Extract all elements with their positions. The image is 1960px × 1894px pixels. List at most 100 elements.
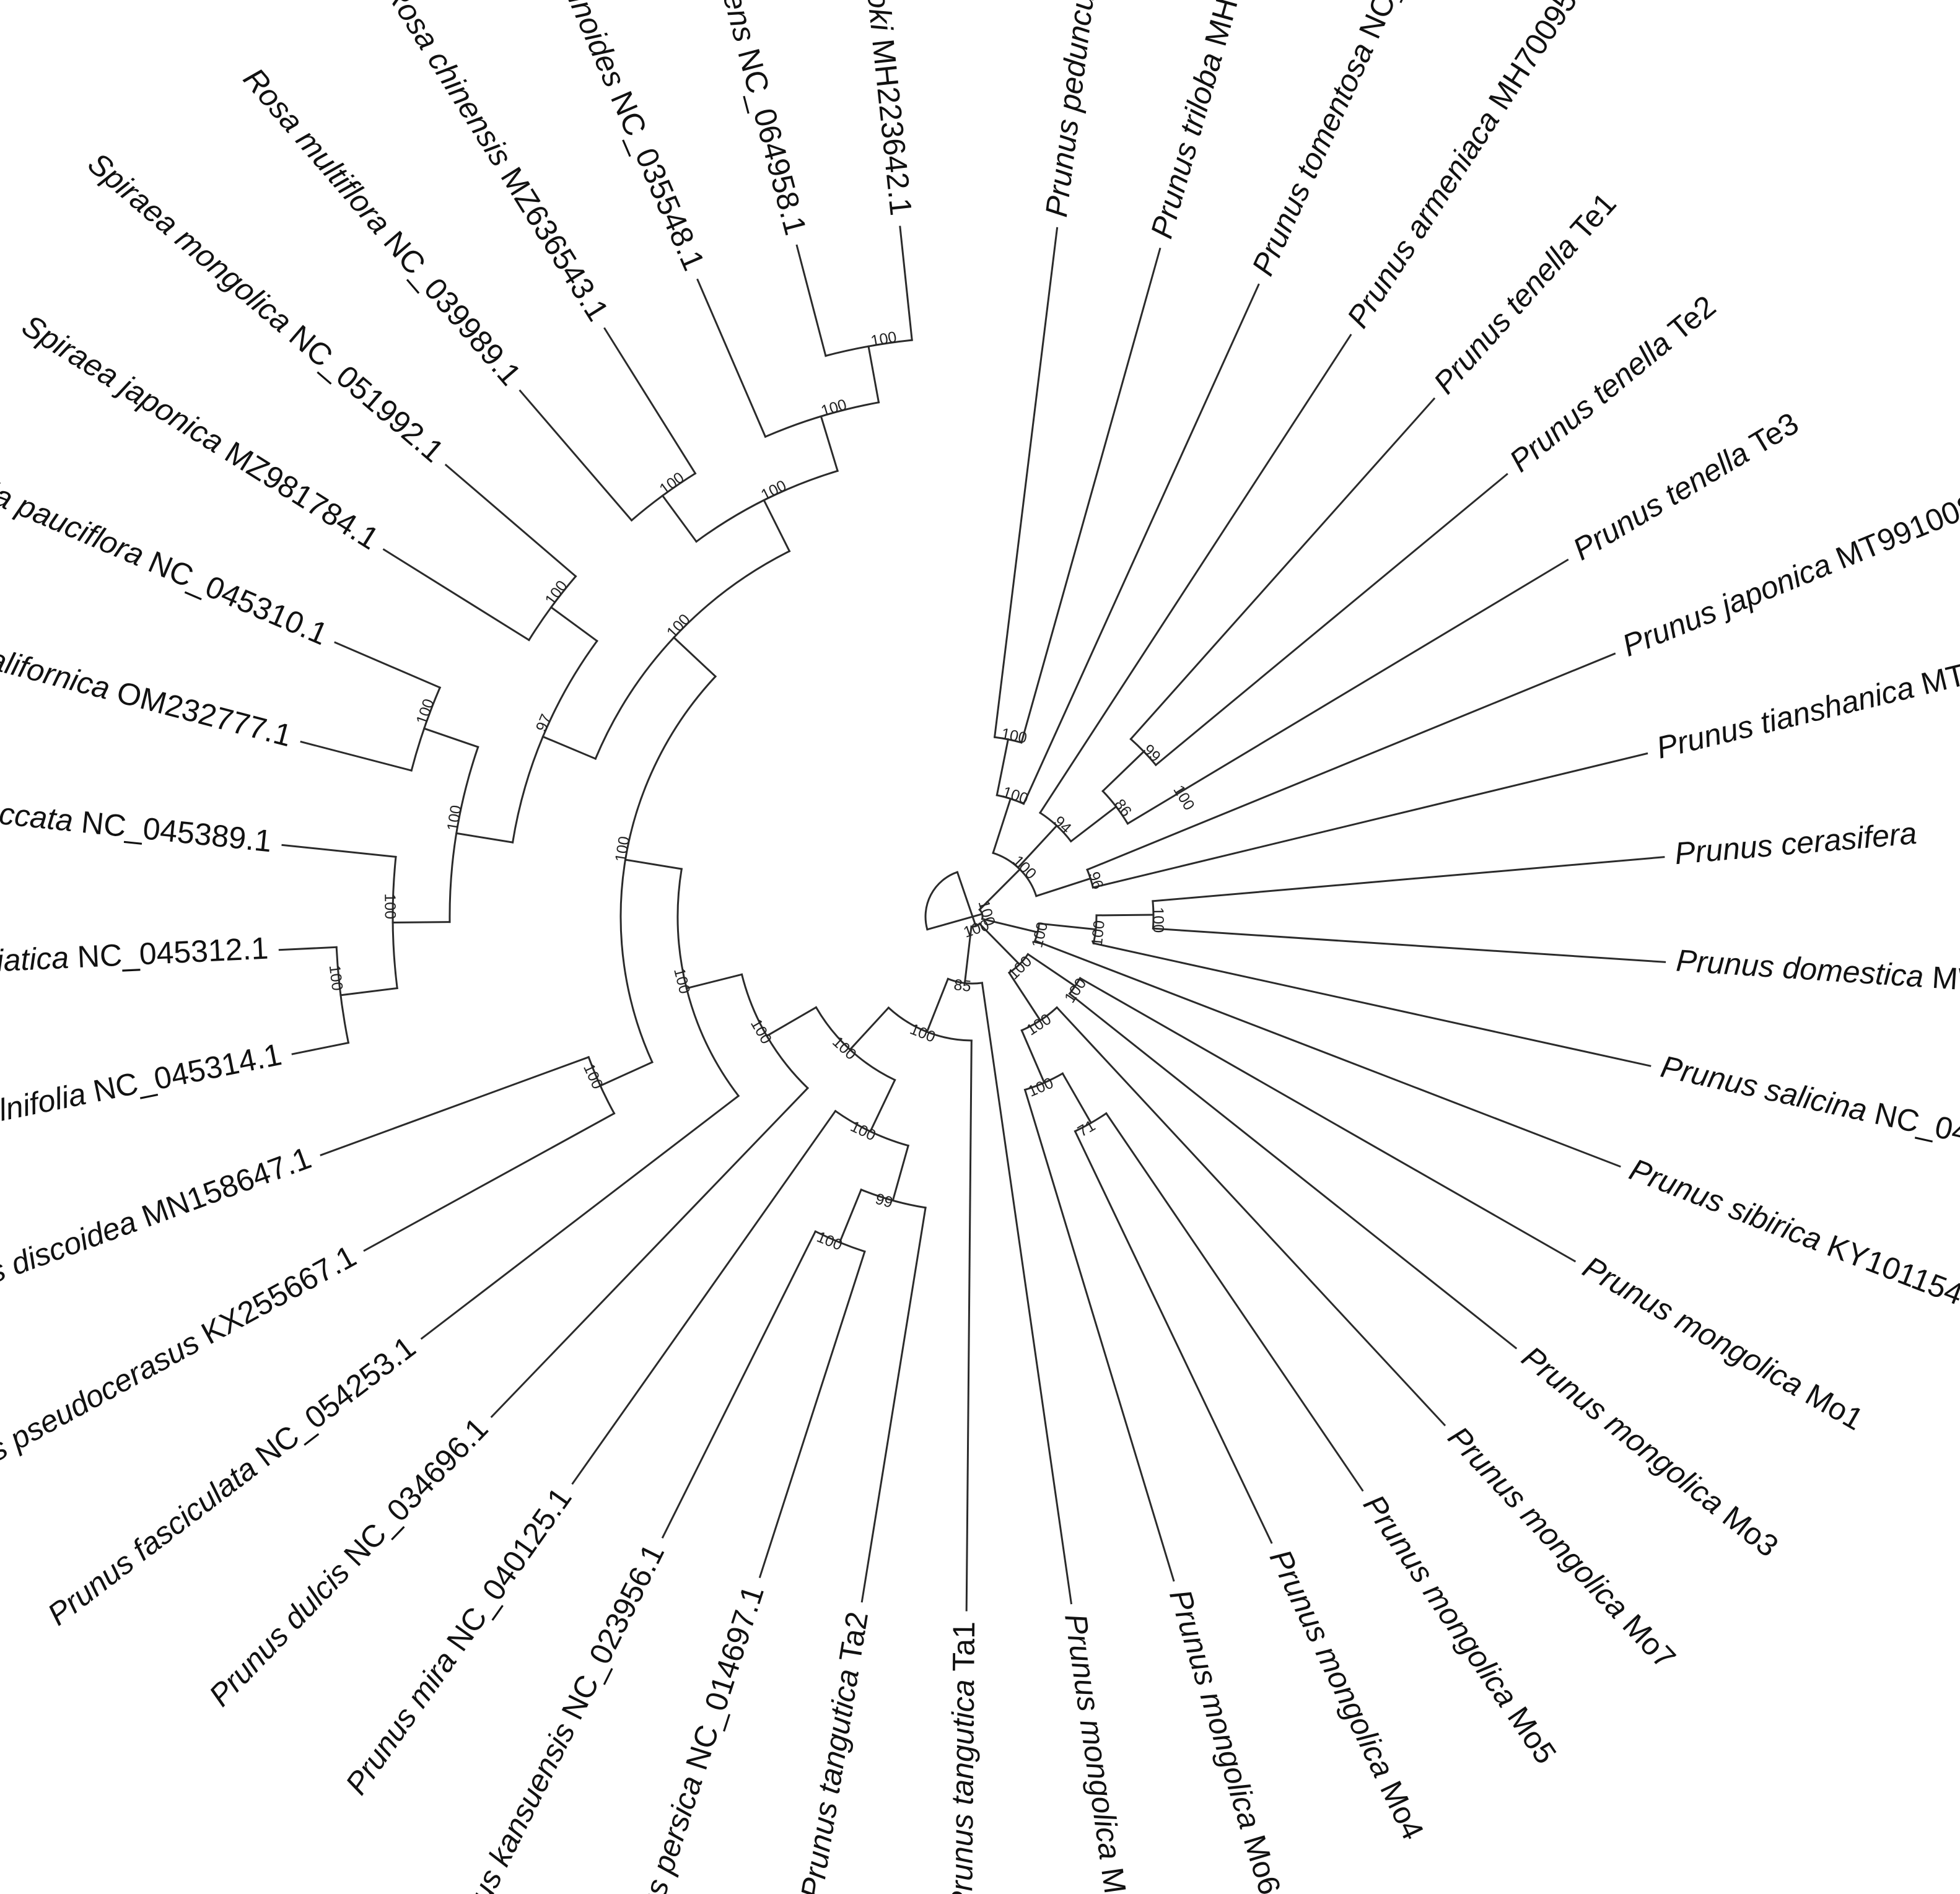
branch-radial-91 xyxy=(392,921,451,924)
species-name: Prunus mongolica xyxy=(1515,1340,1731,1521)
species-name: Amelanchier alnifolia xyxy=(0,1076,89,1167)
species-name: Prunus cerasifera xyxy=(1673,816,1918,871)
leaf-label: Amelanchier alnifolia NC_045314.1 xyxy=(0,1037,284,1167)
support-value: 85 xyxy=(953,976,972,995)
species-name: Prunus pedunculata xyxy=(1039,0,1107,219)
accession-id: NC_035548.1 xyxy=(600,78,711,275)
accession-id: NC_034696.1 xyxy=(331,1411,495,1579)
branch-radial-98 xyxy=(422,727,479,749)
leaf-label: Prunus tianshanica MT576892.1 xyxy=(1653,627,1960,766)
branch-arc-109 xyxy=(630,472,697,522)
support-value: 100 xyxy=(580,1061,606,1092)
branch-radial-14 xyxy=(1038,333,1352,814)
support-value: 100 xyxy=(1009,852,1039,883)
species-name: Prunus mongolica xyxy=(1442,1420,1635,1625)
branch-radial-75 xyxy=(490,1086,810,1418)
branch-radial-114 xyxy=(696,278,767,439)
branch-radial-20 xyxy=(1154,473,1508,767)
accession-id: MH700954.1 xyxy=(1477,0,1608,123)
species-name: Prunus triloba xyxy=(1144,49,1229,242)
branch-radial-22 xyxy=(1175,558,1569,796)
branch-radial-48 xyxy=(1020,1029,1046,1084)
branch-radial-34 xyxy=(1152,927,1666,963)
species-name: Prunus tenella xyxy=(1567,435,1755,567)
accession-id: Ta2 xyxy=(831,1609,875,1672)
branch-radial-71 xyxy=(661,1230,817,1539)
support-value: 94 xyxy=(1050,813,1074,837)
support-value: 100 xyxy=(656,469,687,498)
branch-radial-102 xyxy=(549,606,598,642)
support-value: 100 xyxy=(1088,920,1108,947)
support-value: 100 xyxy=(413,697,438,727)
branch-radial-3 xyxy=(978,868,1022,911)
support-value: 100 xyxy=(326,964,346,992)
branch-radial-89 xyxy=(455,832,514,844)
species-name: Prunus domestica xyxy=(1675,943,1925,994)
leaf-label: Prunus salicina NC_047442.1 xyxy=(1658,1049,1960,1171)
accession-id: MT576892.1 xyxy=(1909,627,1960,704)
branch-arc-113 xyxy=(764,401,880,439)
branch-arc-16 xyxy=(1101,790,1129,825)
branch-radial-81 xyxy=(599,1061,654,1087)
species-name: Prunus tianshanica xyxy=(1653,670,1918,765)
branch-radial-35 xyxy=(1092,942,1652,1067)
leaf-label: Prunus pedunculata xyxy=(1039,0,1107,219)
branch-radial-115 xyxy=(867,345,880,404)
branch-radial-61 xyxy=(848,1006,890,1051)
accession-id: MT991008.1 xyxy=(1823,478,1960,579)
branch-arc-99 xyxy=(410,686,442,772)
branch-radial-73 xyxy=(765,1006,818,1037)
accession-id: NC_051992.1 xyxy=(276,313,450,469)
leaf-label: Prunus tenella Te2 xyxy=(1503,289,1722,479)
branch-radial-19 xyxy=(1129,397,1436,741)
leaf-label: Prunus persica NC_014697.1 xyxy=(613,1581,771,1894)
accession-id: NC_045310.1 xyxy=(136,541,333,652)
leaf-label: Prunus mongolica Mo6 xyxy=(1163,1586,1287,1894)
branch-arc-74 xyxy=(740,973,810,1089)
branch-radial-15 xyxy=(1069,805,1118,843)
branch-arc-4 xyxy=(992,852,1038,897)
species-name: Prunus dulcis xyxy=(203,1555,356,1713)
accession-id: OM232777.1 xyxy=(105,673,295,754)
branch-arc-77 xyxy=(676,868,740,1098)
branch-arc-49 xyxy=(1023,1072,1064,1091)
branch-radial-44 xyxy=(1068,992,1518,1350)
accession-id: MN158647.1 xyxy=(129,1140,315,1237)
accession-id: Mo6 xyxy=(1234,1823,1287,1894)
branch-radial-72 xyxy=(571,1109,837,1485)
species-name: Prunus mira xyxy=(339,1644,463,1801)
species-name: Vauquelinia pauciflora xyxy=(0,421,149,573)
branch-radial-52 xyxy=(1105,1112,1364,1492)
branch-arc-107 xyxy=(695,469,839,543)
accession-id: NC_064958.1 xyxy=(728,37,813,238)
leaf-label: Prunus tangutica Ta1 xyxy=(944,1621,981,1894)
species-name: Prunus sibirica xyxy=(1625,1152,1827,1257)
branch-radial-106 xyxy=(763,499,791,552)
leaf-label: Prunus domestica MW406471.1 xyxy=(1675,943,1960,1007)
accession-id: Ta1 xyxy=(946,1621,981,1680)
branch-arc-116 xyxy=(825,339,913,357)
species-name: Prunus tenella xyxy=(1503,326,1678,479)
leaf-label: Vauquelinia pauciflora NC_045310.1 xyxy=(0,421,333,652)
branch-radial-27 xyxy=(981,917,1039,934)
species-name: Prunus mongolica xyxy=(1263,1544,1401,1783)
branch-radial-26 xyxy=(1092,752,1648,889)
accession-id: NC_036394.1 xyxy=(1349,0,1463,51)
branch-radial-11 xyxy=(1022,283,1260,805)
branch-radial-76 xyxy=(685,973,743,990)
support-value: 100 xyxy=(381,893,398,919)
branch-radial-5 xyxy=(992,797,1012,855)
support-value: 100 xyxy=(814,1228,844,1254)
accession-id: Mo1 xyxy=(1792,1372,1869,1437)
branch-radial-111 xyxy=(603,327,697,475)
leaf-label: Broussonetia kazinoki MH223642.1 xyxy=(833,0,919,217)
species-name: Prunus discoidea xyxy=(0,1204,141,1318)
species-name: Broussonetia kazinoki xyxy=(833,0,899,33)
branch-radial-45 xyxy=(1007,971,1042,1022)
branch-radial-65 xyxy=(891,1144,910,1202)
branch-radial-93 xyxy=(339,987,398,997)
branch-radial-101 xyxy=(334,641,442,689)
branch-arc-90 xyxy=(448,746,479,923)
species-name: Vauquelinia californica xyxy=(0,595,114,706)
